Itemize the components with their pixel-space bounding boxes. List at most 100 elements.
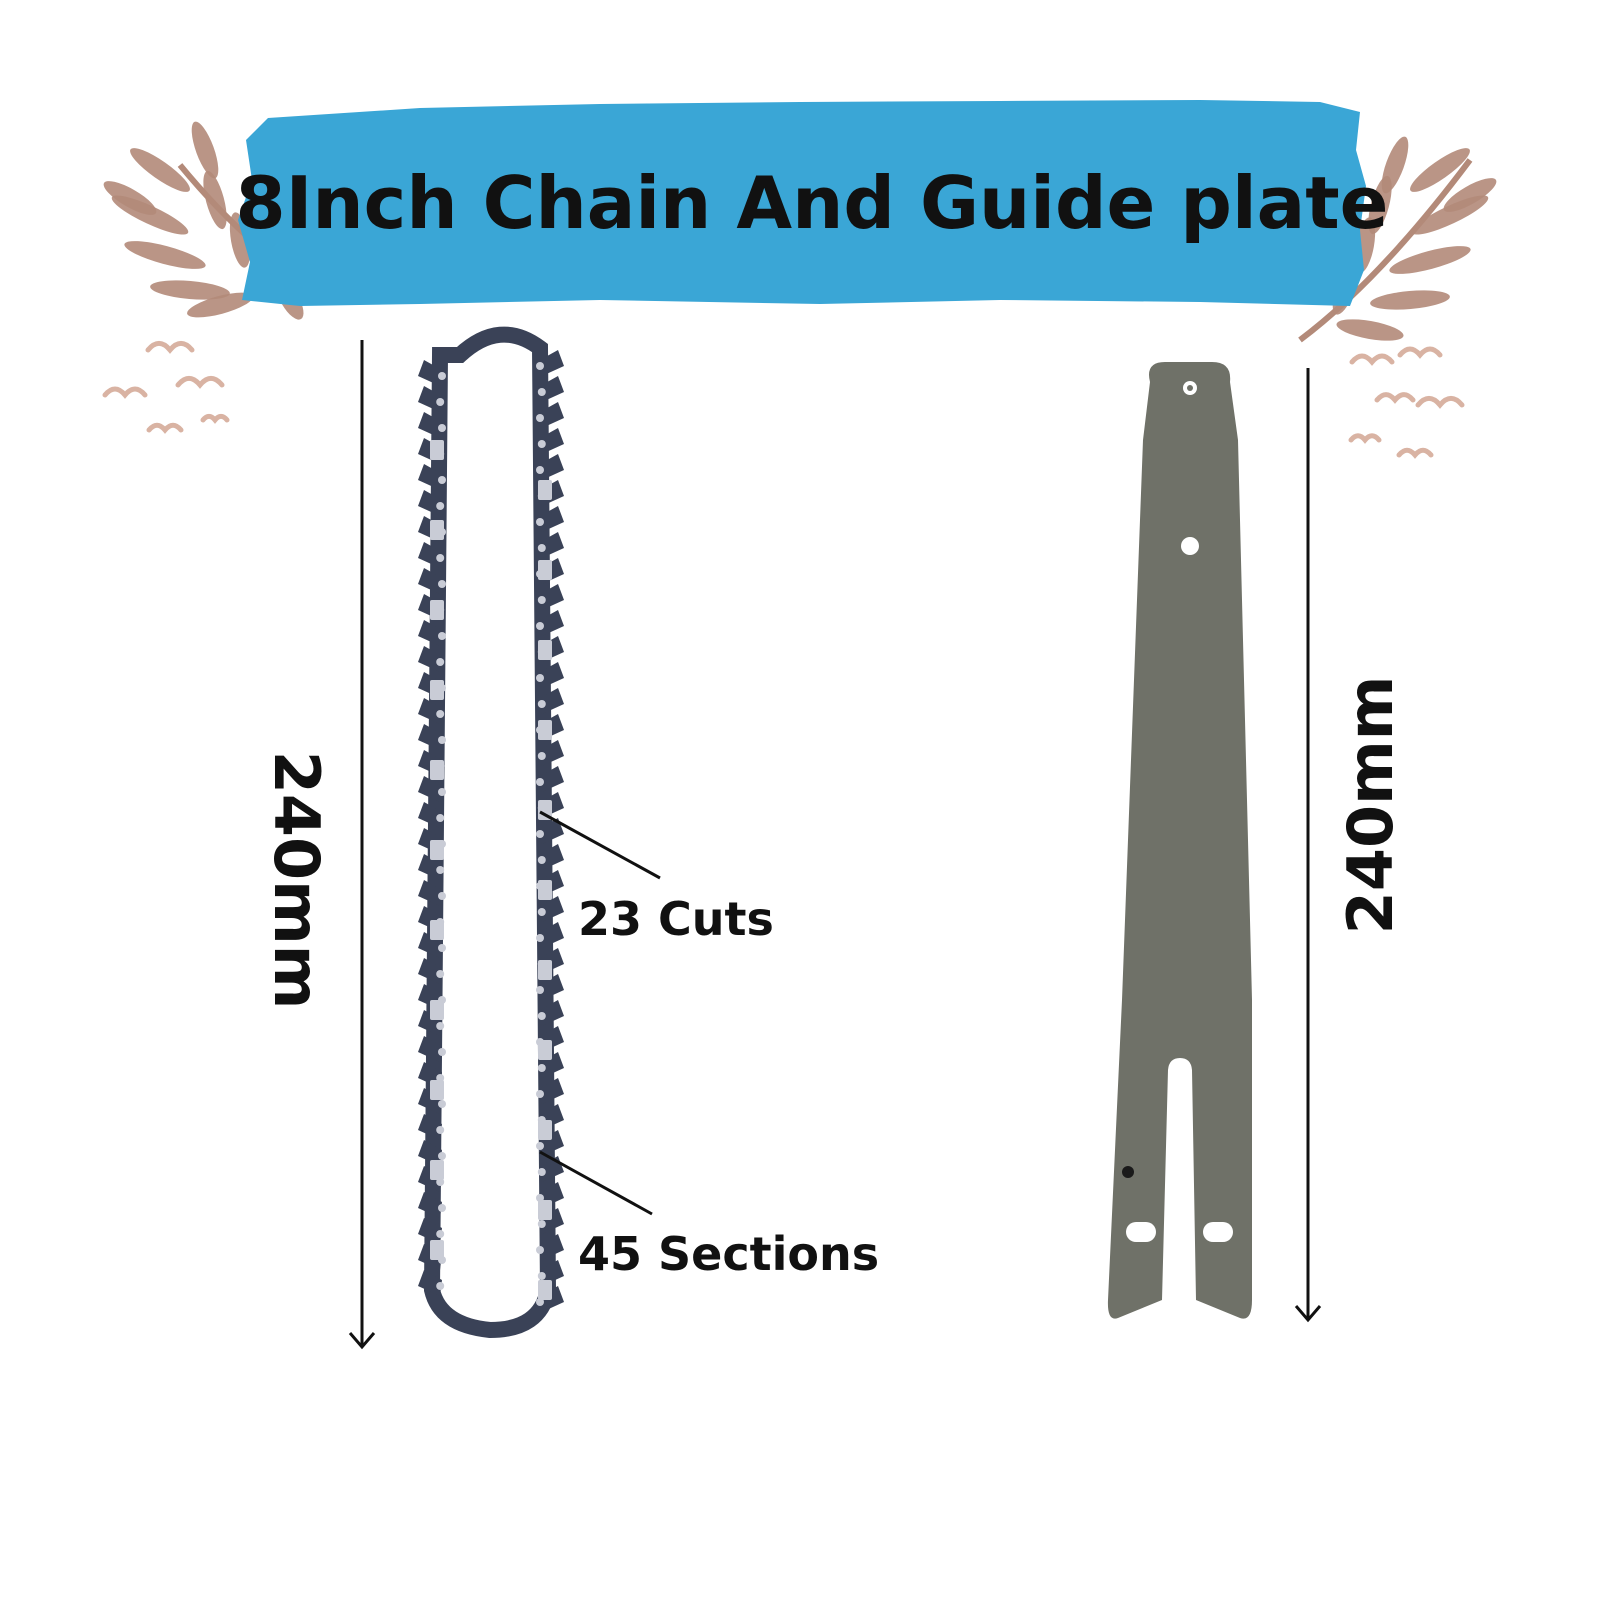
chain-rivet [436, 1230, 445, 1238]
chain-rivet [438, 1204, 446, 1212]
leaf-icon [203, 170, 227, 230]
leaf-icon [1389, 246, 1471, 274]
chain-cutter [418, 1270, 442, 1296]
chain-tooth [430, 1080, 444, 1100]
chain-tooth [430, 1000, 444, 1020]
guide-plate-rivet [1187, 385, 1193, 391]
leaf-icon [1410, 148, 1470, 192]
chain-rivet [438, 1152, 446, 1160]
chain-dimension-arrow-icon [348, 1332, 376, 1350]
chain-cutter [540, 922, 564, 948]
chain-rivet [536, 934, 544, 942]
chain-cutter [540, 428, 564, 454]
chain-cutter [418, 854, 442, 880]
chain-rivet [537, 388, 546, 396]
chain-cutter [418, 542, 442, 568]
chain-rivet [438, 1048, 446, 1056]
title-banner: 8Inch Chain And Guide plate [236, 100, 1388, 306]
chain-cutter [418, 620, 442, 646]
chain-cutter [540, 1208, 564, 1234]
chain-cutter [418, 1140, 442, 1166]
guide-plate-dimension: 240mm [1294, 368, 1407, 1323]
bird-icon [102, 386, 148, 399]
chain-rivet [536, 466, 544, 474]
chain-rivet [438, 580, 446, 588]
chain-rivet [536, 622, 544, 630]
leaf-icon [187, 292, 253, 318]
chain-rivet [536, 362, 544, 370]
chain-rivet [537, 856, 546, 864]
chain-tooth [538, 720, 552, 740]
chain-tooth [430, 520, 444, 540]
bird-icon [146, 422, 184, 434]
callout-sections-label: 45 Sections [578, 1227, 879, 1281]
chain-rivet [536, 518, 544, 526]
chain-rivet [537, 440, 546, 448]
chain-rivet [438, 424, 446, 432]
chain-cutter [540, 454, 564, 480]
chain-rivet [537, 1012, 546, 1020]
chain-rivet [438, 372, 446, 380]
chain-rivet [537, 1220, 546, 1228]
chain-tooth [538, 1120, 552, 1140]
chain-dimension: 240mm [260, 340, 376, 1350]
chain-loop-outline [423, 326, 557, 1339]
chain-cutter [418, 568, 442, 594]
chain-rivet [537, 1168, 546, 1176]
chain-rivet [537, 596, 546, 604]
chain-cutter [418, 1088, 442, 1114]
leaf-icon [130, 148, 190, 192]
chain-cutter [540, 974, 564, 1000]
chain-tooth [430, 840, 444, 860]
chain-rivet [436, 1126, 445, 1134]
chain-tooth [538, 960, 552, 980]
chain-tooth [538, 480, 552, 500]
chain-rivet [436, 814, 445, 822]
chain-rivet [536, 1142, 544, 1150]
chain-cutter [418, 802, 442, 828]
chain-rivet [537, 1064, 546, 1072]
leaf-icon [1370, 290, 1450, 310]
leaf-icon [124, 241, 206, 269]
chain-cutter [540, 896, 564, 922]
bird-icon [1349, 353, 1395, 366]
chain-cutter [540, 740, 564, 766]
chain-tooth [430, 760, 444, 780]
chain-cutter [418, 464, 442, 490]
bird-icon [200, 413, 230, 424]
chain-rivet [438, 788, 446, 796]
chain-tooth [538, 1200, 552, 1220]
guide-plate-oil-hole [1181, 537, 1199, 555]
chain-rivet [438, 1100, 446, 1108]
leaf-icon [1368, 175, 1392, 235]
chain-tooth [538, 1280, 552, 1300]
chain-rivet [537, 908, 546, 916]
chain-rivet [536, 830, 544, 838]
chain-rivet [438, 944, 446, 952]
chain-rivet [436, 1022, 445, 1030]
chain-rivet [536, 1090, 544, 1098]
chain-cutter [418, 412, 442, 438]
chain-tooth [430, 440, 444, 460]
chain-rivet [436, 970, 445, 978]
chain-cutter [418, 1218, 442, 1244]
chain-tooth [430, 600, 444, 620]
birds-left [102, 340, 230, 434]
chain-rivet [436, 710, 445, 718]
chain-cutter [540, 1130, 564, 1156]
chain-tooth [538, 560, 552, 580]
chain-rivet [438, 892, 446, 900]
bird-icon [145, 340, 195, 354]
chain-rivet [536, 1246, 544, 1254]
chain-cutter [540, 506, 564, 532]
bird-icon [1374, 392, 1416, 404]
chain-cutter [540, 662, 564, 688]
chain-cutter [540, 1052, 564, 1078]
chain-cutter [540, 584, 564, 610]
chain-cutter [418, 1114, 442, 1140]
chain-cutter [418, 490, 442, 516]
chain-rivet [536, 986, 544, 994]
guide-plate [1107, 362, 1252, 1319]
chain-rivet [436, 502, 445, 510]
chain-rivet [438, 476, 446, 484]
